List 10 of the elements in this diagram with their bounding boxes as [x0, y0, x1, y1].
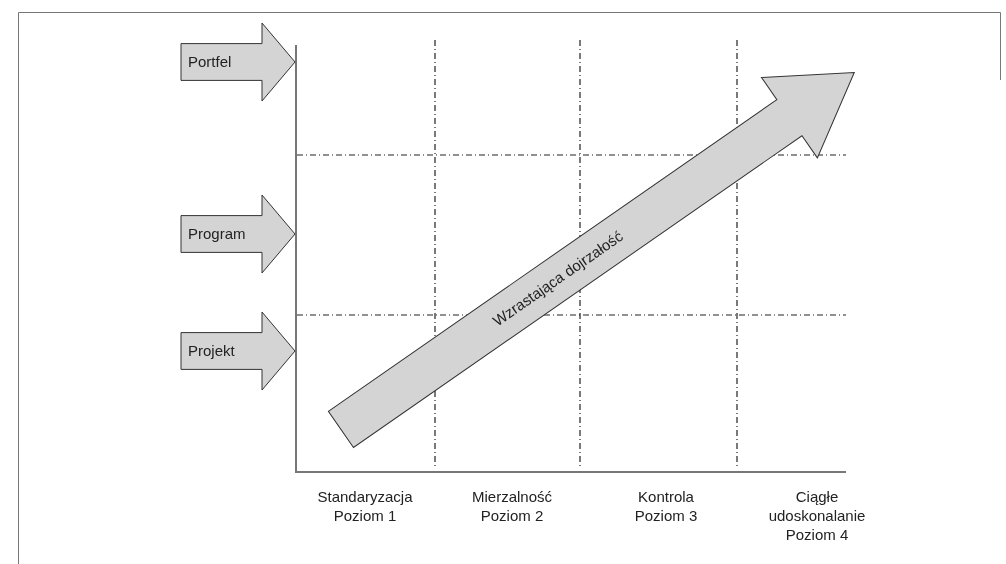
- pointer-tab: [180, 311, 296, 391]
- pointer-tab: [180, 22, 296, 102]
- axis-label: Standaryzacja Poziom 1: [316, 487, 414, 525]
- row-label: Portfel: [188, 53, 232, 70]
- axis-label: Ciągłe udoskonalanie Poziom 4: [767, 487, 867, 544]
- axis-label: Kontrola Poziom 3: [633, 487, 699, 525]
- axis-label: Mierzalność Poziom 2: [471, 487, 553, 525]
- pointer-tab: [180, 194, 296, 274]
- row-label: Projekt: [188, 342, 235, 359]
- row-label: Program: [188, 225, 246, 242]
